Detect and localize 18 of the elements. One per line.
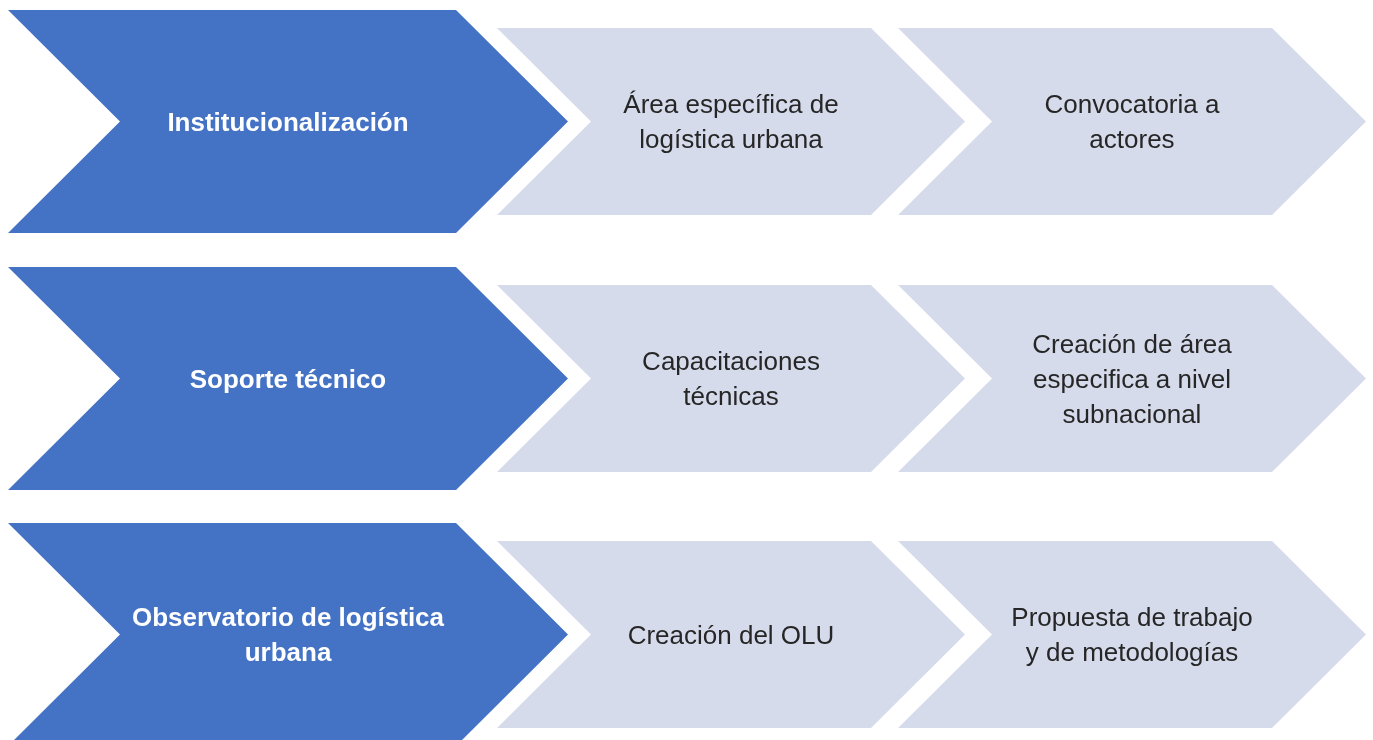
process-step-banner	[898, 28, 1366, 215]
process-step-banner	[497, 285, 965, 472]
step-label: Propuesta de trabajo y de metodologías	[1010, 600, 1254, 669]
process-step-banner	[898, 541, 1366, 728]
process-step-banner	[8, 267, 568, 490]
process-step-banner	[497, 28, 965, 215]
step-label: Convocatoria a actores	[1043, 87, 1221, 156]
process-step-banner	[497, 541, 965, 728]
step-label: Observatorio de logística urbana	[130, 600, 446, 669]
process-step-banner	[8, 10, 568, 233]
step-label: Capacitaciones técnicas	[641, 344, 821, 413]
step-label: Creación del OLU	[626, 618, 836, 651]
step-label: Institucionalización	[166, 105, 410, 138]
process-step-banner	[8, 523, 568, 740]
process-step-banner	[898, 285, 1366, 472]
step-label: Creación de área especifica a nivel subnacional	[1031, 327, 1233, 430]
step-label: Soporte técnico	[188, 362, 388, 395]
step-label: Área específica de logística urbana	[622, 87, 840, 156]
